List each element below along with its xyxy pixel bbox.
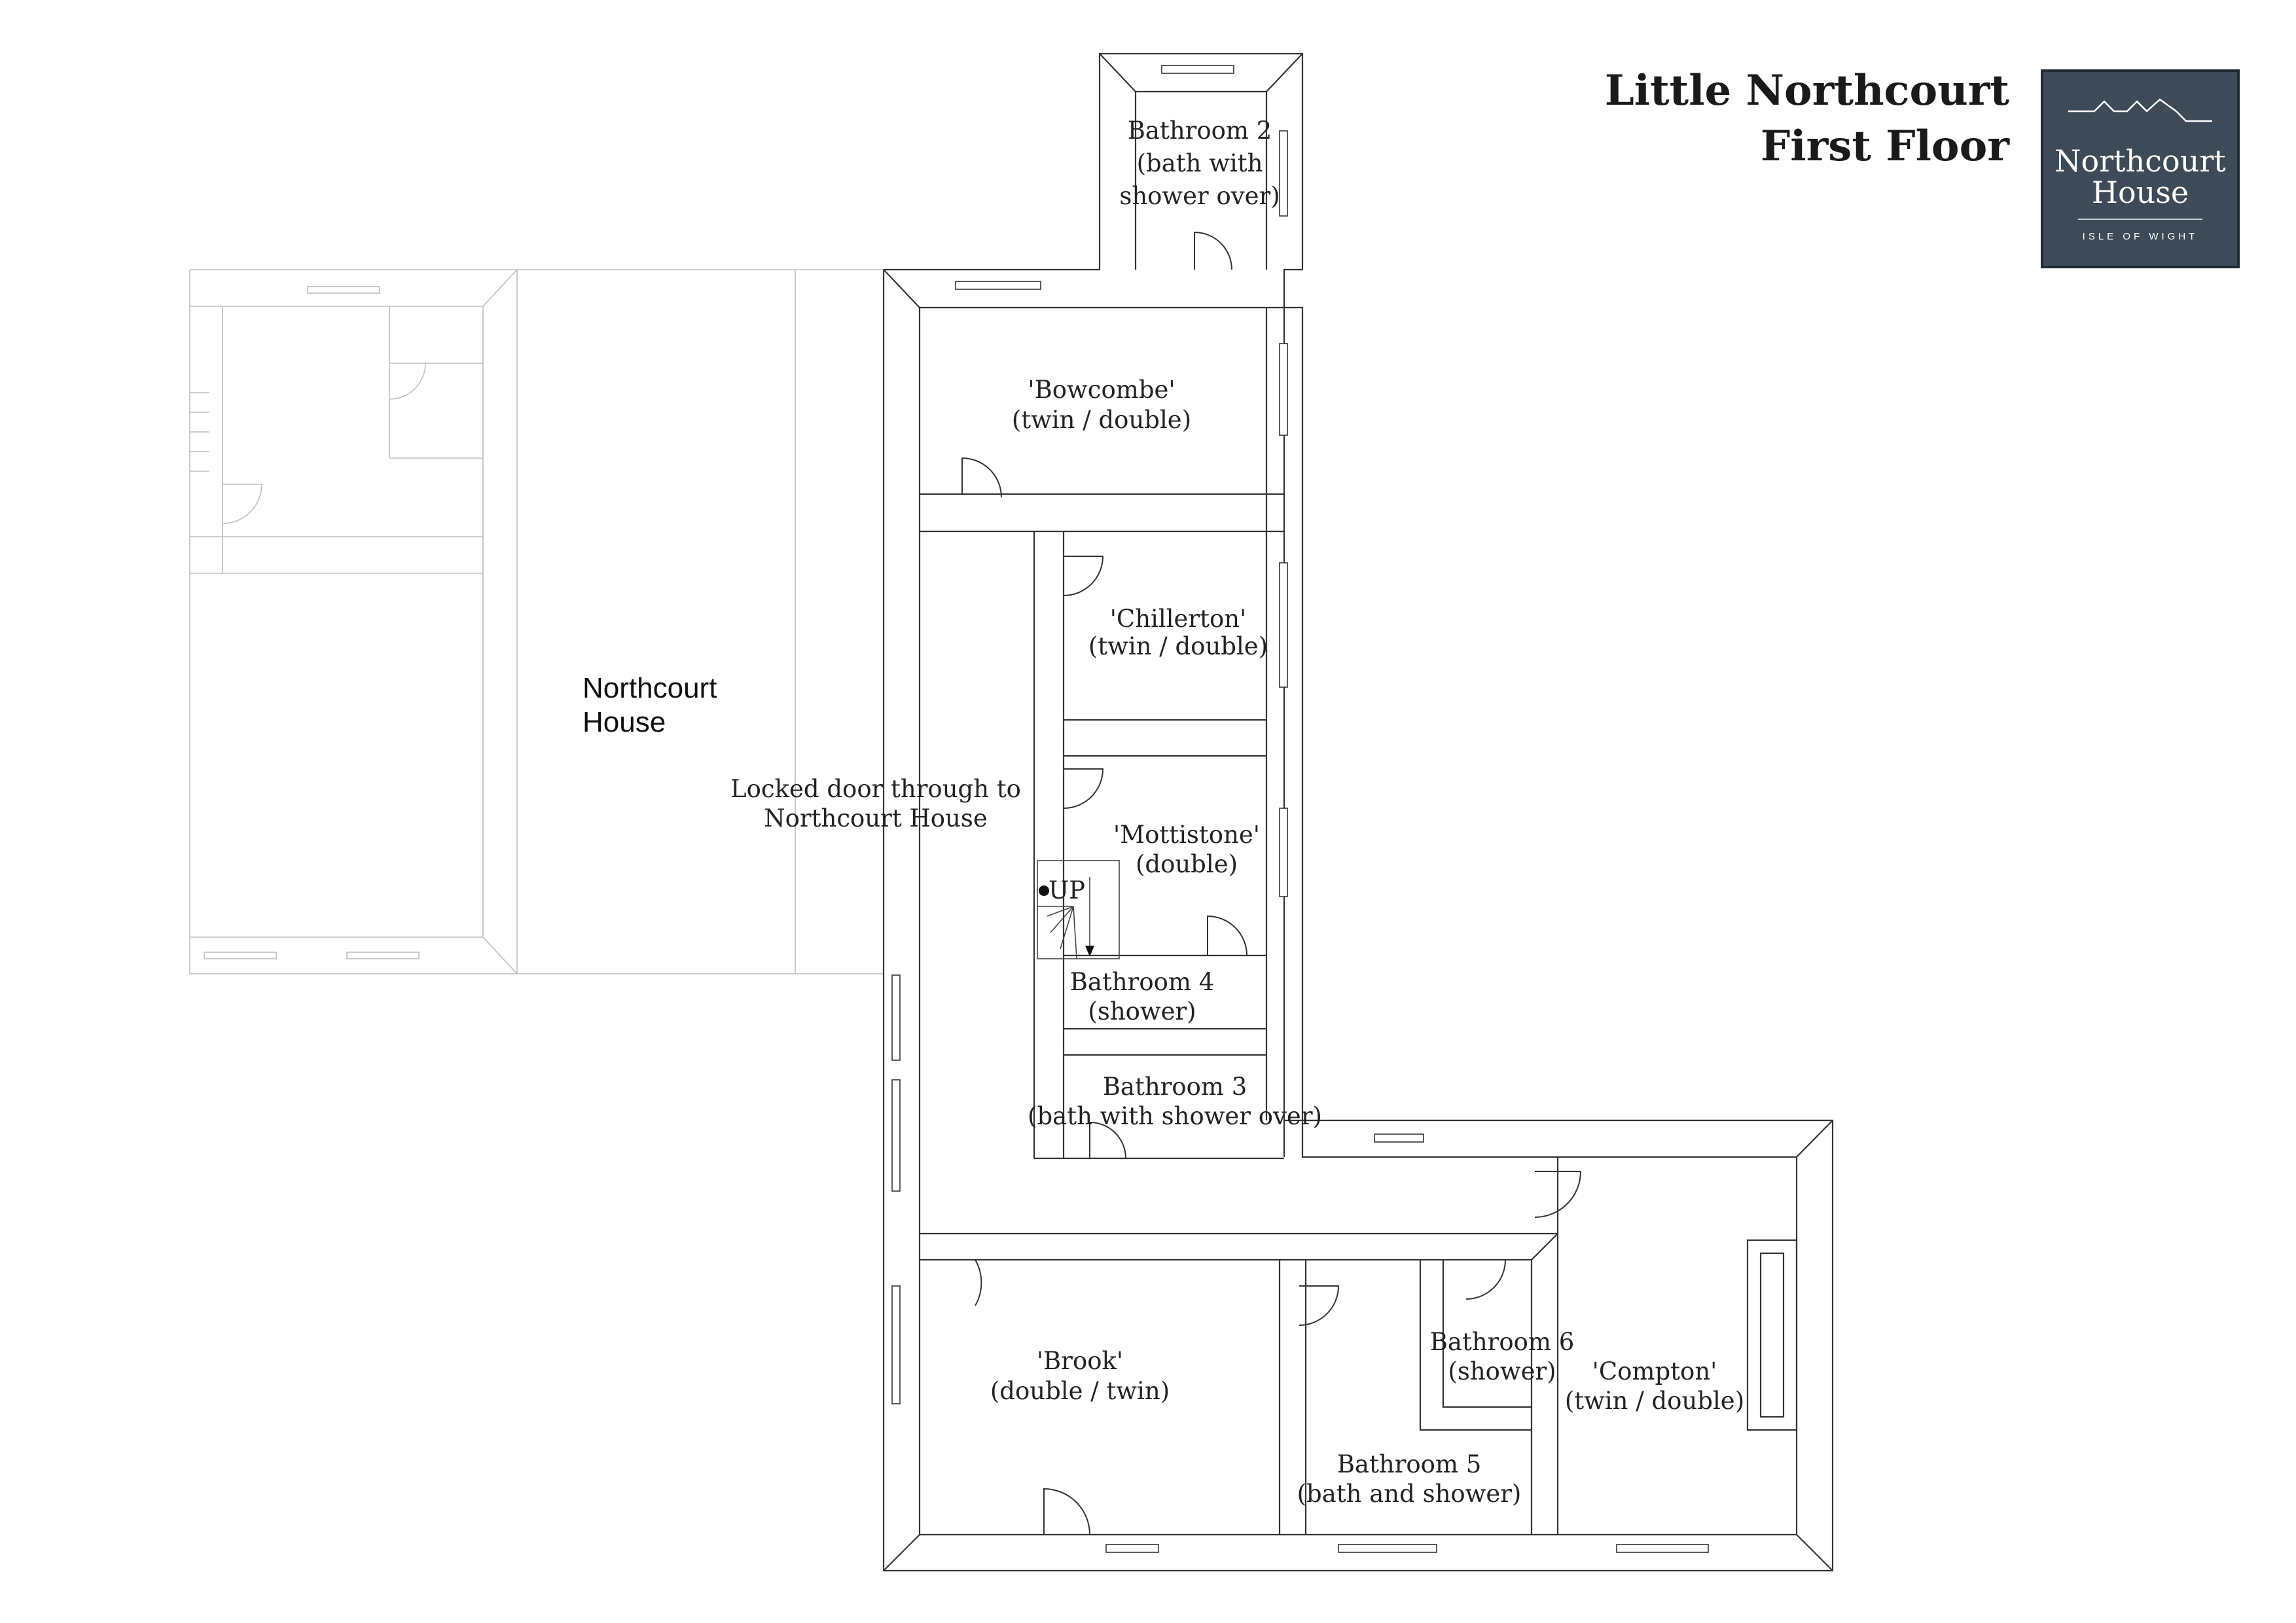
bathroom2-line3: shower over) [1119,182,1280,210]
bathroom3-detail: (bath with shower over) [1028,1102,1322,1130]
compton-label: 'Compton' [1592,1357,1717,1385]
stair-arrow-icon [1085,946,1094,957]
logo-tagline: ISLE OF WIGHT [2083,231,2198,242]
stairs-up-label: UP [1049,876,1085,904]
compton-detail: (twin / double) [1565,1387,1744,1415]
bathroom5-detail: (bath and shower) [1297,1480,1522,1508]
plan-title-line1: Little Northcourt [1605,66,2010,115]
bathroom2-line2: (bath with [1137,149,1263,177]
plan-title-line2: First Floor [1761,122,2010,171]
bathroom4-label: Bathroom 4 [1070,968,1215,996]
logo-name-line1: Northcourt [2054,143,2226,179]
brook-detail: (double / twin) [990,1377,1170,1405]
building-walls [882,52,1834,1572]
roofline-icon [2068,98,2212,122]
chillerton-detail: (twin / double) [1088,632,1268,660]
northcourt-house-outline [189,269,884,974]
bathroom2-label: Bathroom 2 [1128,116,1272,145]
northcourt-house-logo: Northcourt House ISLE OF WIGHT [2041,69,2240,268]
bathroom6-label: Bathroom 6 [1430,1328,1575,1356]
mottistone-label: 'Mottistone' [1113,821,1260,849]
logo-name-line2: House [2092,175,2189,210]
locked-door-label-line2: Northcourt House [764,804,987,832]
mottistone-detail: (double) [1136,850,1238,878]
windows [891,65,1709,1553]
bowcombe-detail: (twin / double) [1012,406,1191,434]
staircase [1037,860,1120,959]
northcourt-house-label-line1: Northcourt [583,672,717,704]
doors [929,231,1582,1535]
stair-marker-icon [1039,885,1049,896]
northcourt-house-label-line2: House [583,706,666,738]
locked-door-label-line1: Locked door through to [730,775,1021,803]
bathroom4-detail: (shower) [1088,997,1196,1026]
bathroom5-label: Bathroom 5 [1337,1450,1482,1478]
bathroom6-detail: (shower) [1448,1357,1556,1385]
chillerton-label: 'Chillerton' [1110,605,1247,633]
bathroom3-label: Bathroom 3 [1103,1073,1247,1101]
bowcombe-label: 'Bowcombe' [1028,376,1175,404]
brook-label: 'Brook' [1037,1347,1123,1375]
